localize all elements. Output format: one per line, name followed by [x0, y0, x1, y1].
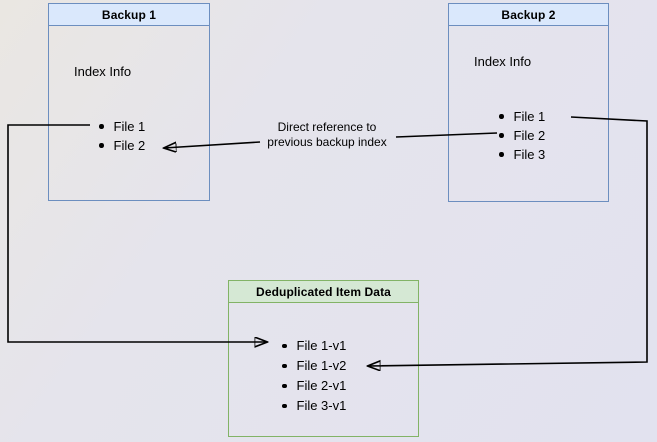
edge-label-line1: Direct reference to [277, 120, 377, 134]
bullet-icon [499, 133, 504, 138]
backup2-box: Backup 2 Index Info File 1 File 2 File 3 [448, 3, 609, 202]
file-label: File 1-v2 [296, 358, 347, 373]
file-label: File 2 [113, 138, 146, 153]
file-label: File 3 [513, 147, 546, 162]
backup1-header: Backup 1 [49, 4, 209, 26]
file-label: File 1 [113, 119, 146, 134]
file-label: File 1-v1 [296, 338, 347, 353]
bullet-icon [499, 152, 504, 157]
file-list-item: File 1-v2 [282, 356, 346, 376]
backup2-file-list: File 1 File 2 File 3 [499, 107, 545, 164]
backup2-subtitle: Index Info [474, 54, 532, 69]
backup1-file-list: File 1 File 2 [99, 117, 145, 155]
backup2-header: Backup 2 [449, 4, 608, 26]
file-list-item: File 1 [499, 107, 545, 126]
bullet-icon [282, 383, 287, 389]
backup1-subtitle: Index Info [74, 64, 132, 79]
backup1-box: Backup 1 Index Info File 1 File 2 [48, 3, 210, 201]
file-label: File 1 [513, 109, 546, 124]
file-list-item: File 1-v1 [282, 336, 346, 356]
file-label: File 2 [513, 128, 546, 143]
bullet-icon [282, 343, 287, 349]
file-list-item: File 3 [499, 145, 545, 164]
file-list-item: File 3-v1 [282, 396, 346, 416]
file-label: File 2-v1 [296, 378, 347, 393]
bullet-icon [282, 403, 287, 409]
file-list-item: File 1 [99, 117, 145, 136]
file-list-item: File 2-v1 [282, 376, 346, 396]
edge-label-direct-reference: Direct reference to previous backup inde… [247, 120, 407, 150]
bullet-icon [282, 363, 287, 369]
bullet-icon [99, 143, 104, 148]
bullet-icon [99, 124, 104, 129]
file-label: File 3-v1 [296, 398, 347, 413]
bullet-icon [499, 114, 504, 119]
file-list-item: File 2 [499, 126, 545, 145]
edge-label-line2: previous backup index [267, 135, 387, 149]
file-list-item: File 2 [99, 136, 145, 155]
dedup-header: Deduplicated Item Data [229, 281, 418, 303]
